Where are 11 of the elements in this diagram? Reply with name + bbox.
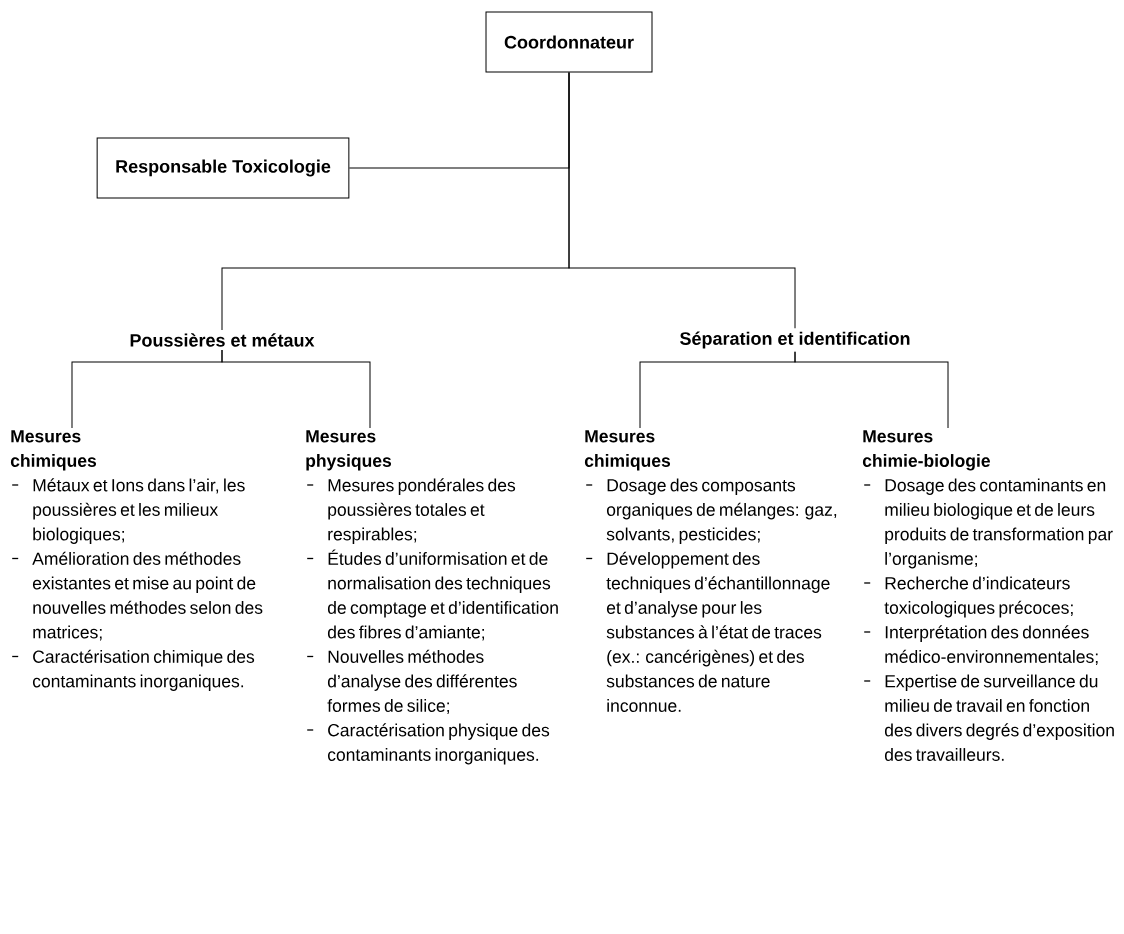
task-column: Mesures chimiques Dosage des composants organiques de mélanges: gaz, solvants, pesticides; Développement des techniques d’échantillonnage et d’analyse pour les substances à l’état de traces (ex.: cancérigènes) et des substances de nature inconnue.	[584, 430, 837, 712]
task-column: Mesures chimie-biologie Dosage des contaminants en milieu biologique et de leurs produits de transformation par l’organisme; Recherche d’indicateurs toxicologiques précoces; Interprétation des données médico-environnementales; Expertise de surveillance du milieu de travail en fonction des divers degrés d’exposition des travailleurs.	[862, 430, 1114, 761]
connector-line	[794, 351, 949, 429]
connector-line	[568, 72, 796, 329]
task-column: Mesures physiques Mesures pondérales des poussières totales et respirables; Études d’uniformisation et de normalisation des techniques de comptage et d’identification des fibres d’amiante; Nouvelles méthodes d’analyse des différentes formes de silice; Caractérisation physique des contaminants inorganiques.	[306, 430, 558, 765]
title-box: Responsable Toxicologie	[96, 137, 350, 199]
task-column: Mesures chimiques Métaux et Ions dans l’air, les poussières et les milieux biologiques; Amélioration des méthodes existantes et mise au point de nouvelles méthodes selon des matrices; Caractérisation chimique des contaminants inorganiques.	[10, 430, 263, 691]
connector-line	[221, 349, 371, 429]
group-heading: Poussières et métaux	[130, 333, 315, 347]
title-box: Coordonnateur	[485, 11, 653, 73]
group-heading: Séparation et identification	[680, 331, 910, 349]
